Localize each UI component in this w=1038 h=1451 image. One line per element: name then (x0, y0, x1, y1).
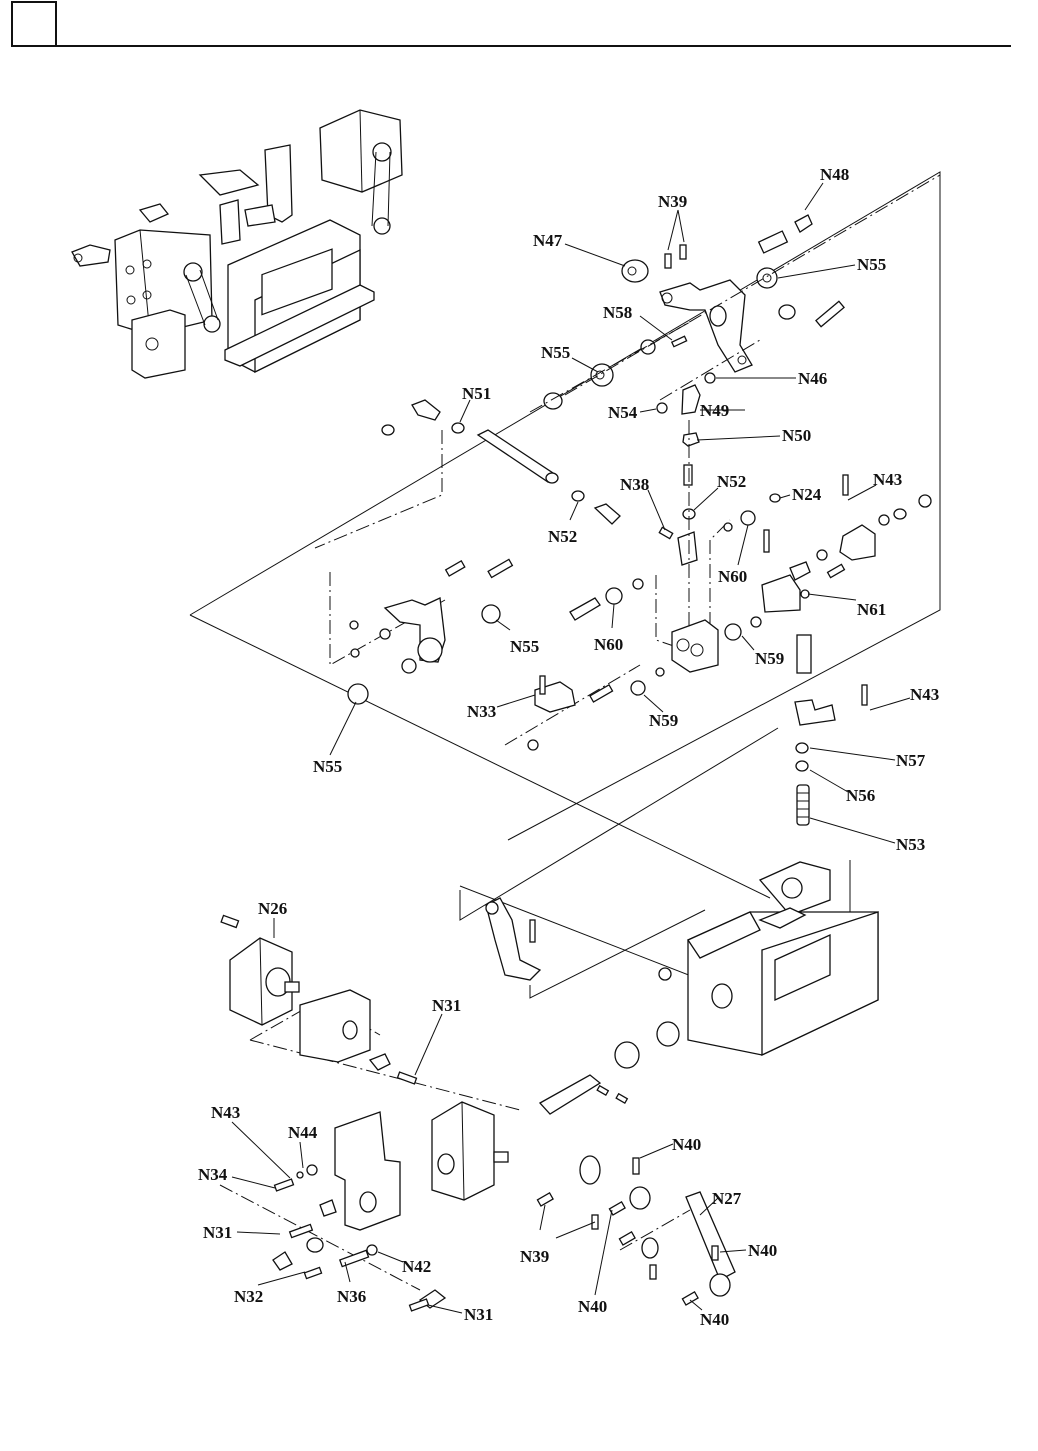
callout-n32: N32 (234, 1287, 263, 1306)
callout-n44: N44 (288, 1123, 318, 1142)
callout-n57: N57 (896, 751, 926, 770)
callout-n31: N31 (464, 1305, 493, 1324)
callout-n55: N55 (510, 637, 539, 656)
callout-n24: N24 (792, 485, 822, 504)
callout-n40: N40 (700, 1310, 729, 1329)
callout-n31: N31 (203, 1223, 232, 1242)
small-rocker-assembly (348, 559, 512, 704)
callout-n53: N53 (896, 835, 925, 854)
callout-n43: N43 (873, 470, 902, 489)
pulley-belt-assembly (537, 1156, 735, 1305)
callout-n60: N60 (594, 635, 623, 654)
callout-n51: N51 (462, 384, 491, 403)
callout-n59: N59 (649, 711, 678, 730)
callout-n59: N59 (755, 649, 784, 668)
right-bracket-assembly (724, 475, 931, 612)
callout-n54: N54 (608, 403, 638, 422)
callout-n52: N52 (548, 527, 577, 546)
callout-n48: N48 (820, 165, 849, 184)
callout-n34: N34 (198, 1165, 228, 1184)
callout-n36: N36 (337, 1287, 366, 1306)
callout-n58: N58 (603, 303, 632, 322)
rocker-arm-assembly (530, 175, 940, 446)
callout-n42: N42 (402, 1257, 431, 1276)
callout-n49: N49 (700, 401, 729, 420)
callout-n31: N31 (432, 996, 461, 1015)
callout-n61: N61 (857, 600, 886, 619)
callout-n26: N26 (258, 899, 287, 918)
callout-n40: N40 (748, 1241, 777, 1260)
callout-n33: N33 (467, 702, 496, 721)
callout-n39: N39 (658, 192, 687, 211)
callout-n60: N60 (718, 567, 747, 586)
callout-n38: N38 (620, 475, 649, 494)
callout-n52: N52 (717, 472, 746, 491)
callout-n39: N39 (520, 1247, 549, 1266)
n33-bracket-assembly (528, 668, 664, 750)
callout-n56: N56 (846, 786, 875, 805)
callout-n55: N55 (857, 255, 886, 274)
callout-n50: N50 (782, 426, 811, 445)
callout-n27: N27 (712, 1189, 742, 1208)
callout-n43: N43 (910, 685, 939, 704)
motor-n26 (221, 915, 416, 1083)
assembled-machine-illustration (72, 110, 402, 378)
base-housing (486, 862, 878, 1114)
callout-n40: N40 (672, 1135, 701, 1154)
callout-n46: N46 (798, 369, 827, 388)
callout-n55: N55 (541, 343, 570, 362)
callout-n47: N47 (533, 231, 563, 250)
callout-n40: N40 (578, 1297, 607, 1316)
callout-n55: N55 (313, 757, 342, 776)
pin-block-assembly (570, 579, 761, 672)
callout-n43: N43 (211, 1103, 240, 1122)
